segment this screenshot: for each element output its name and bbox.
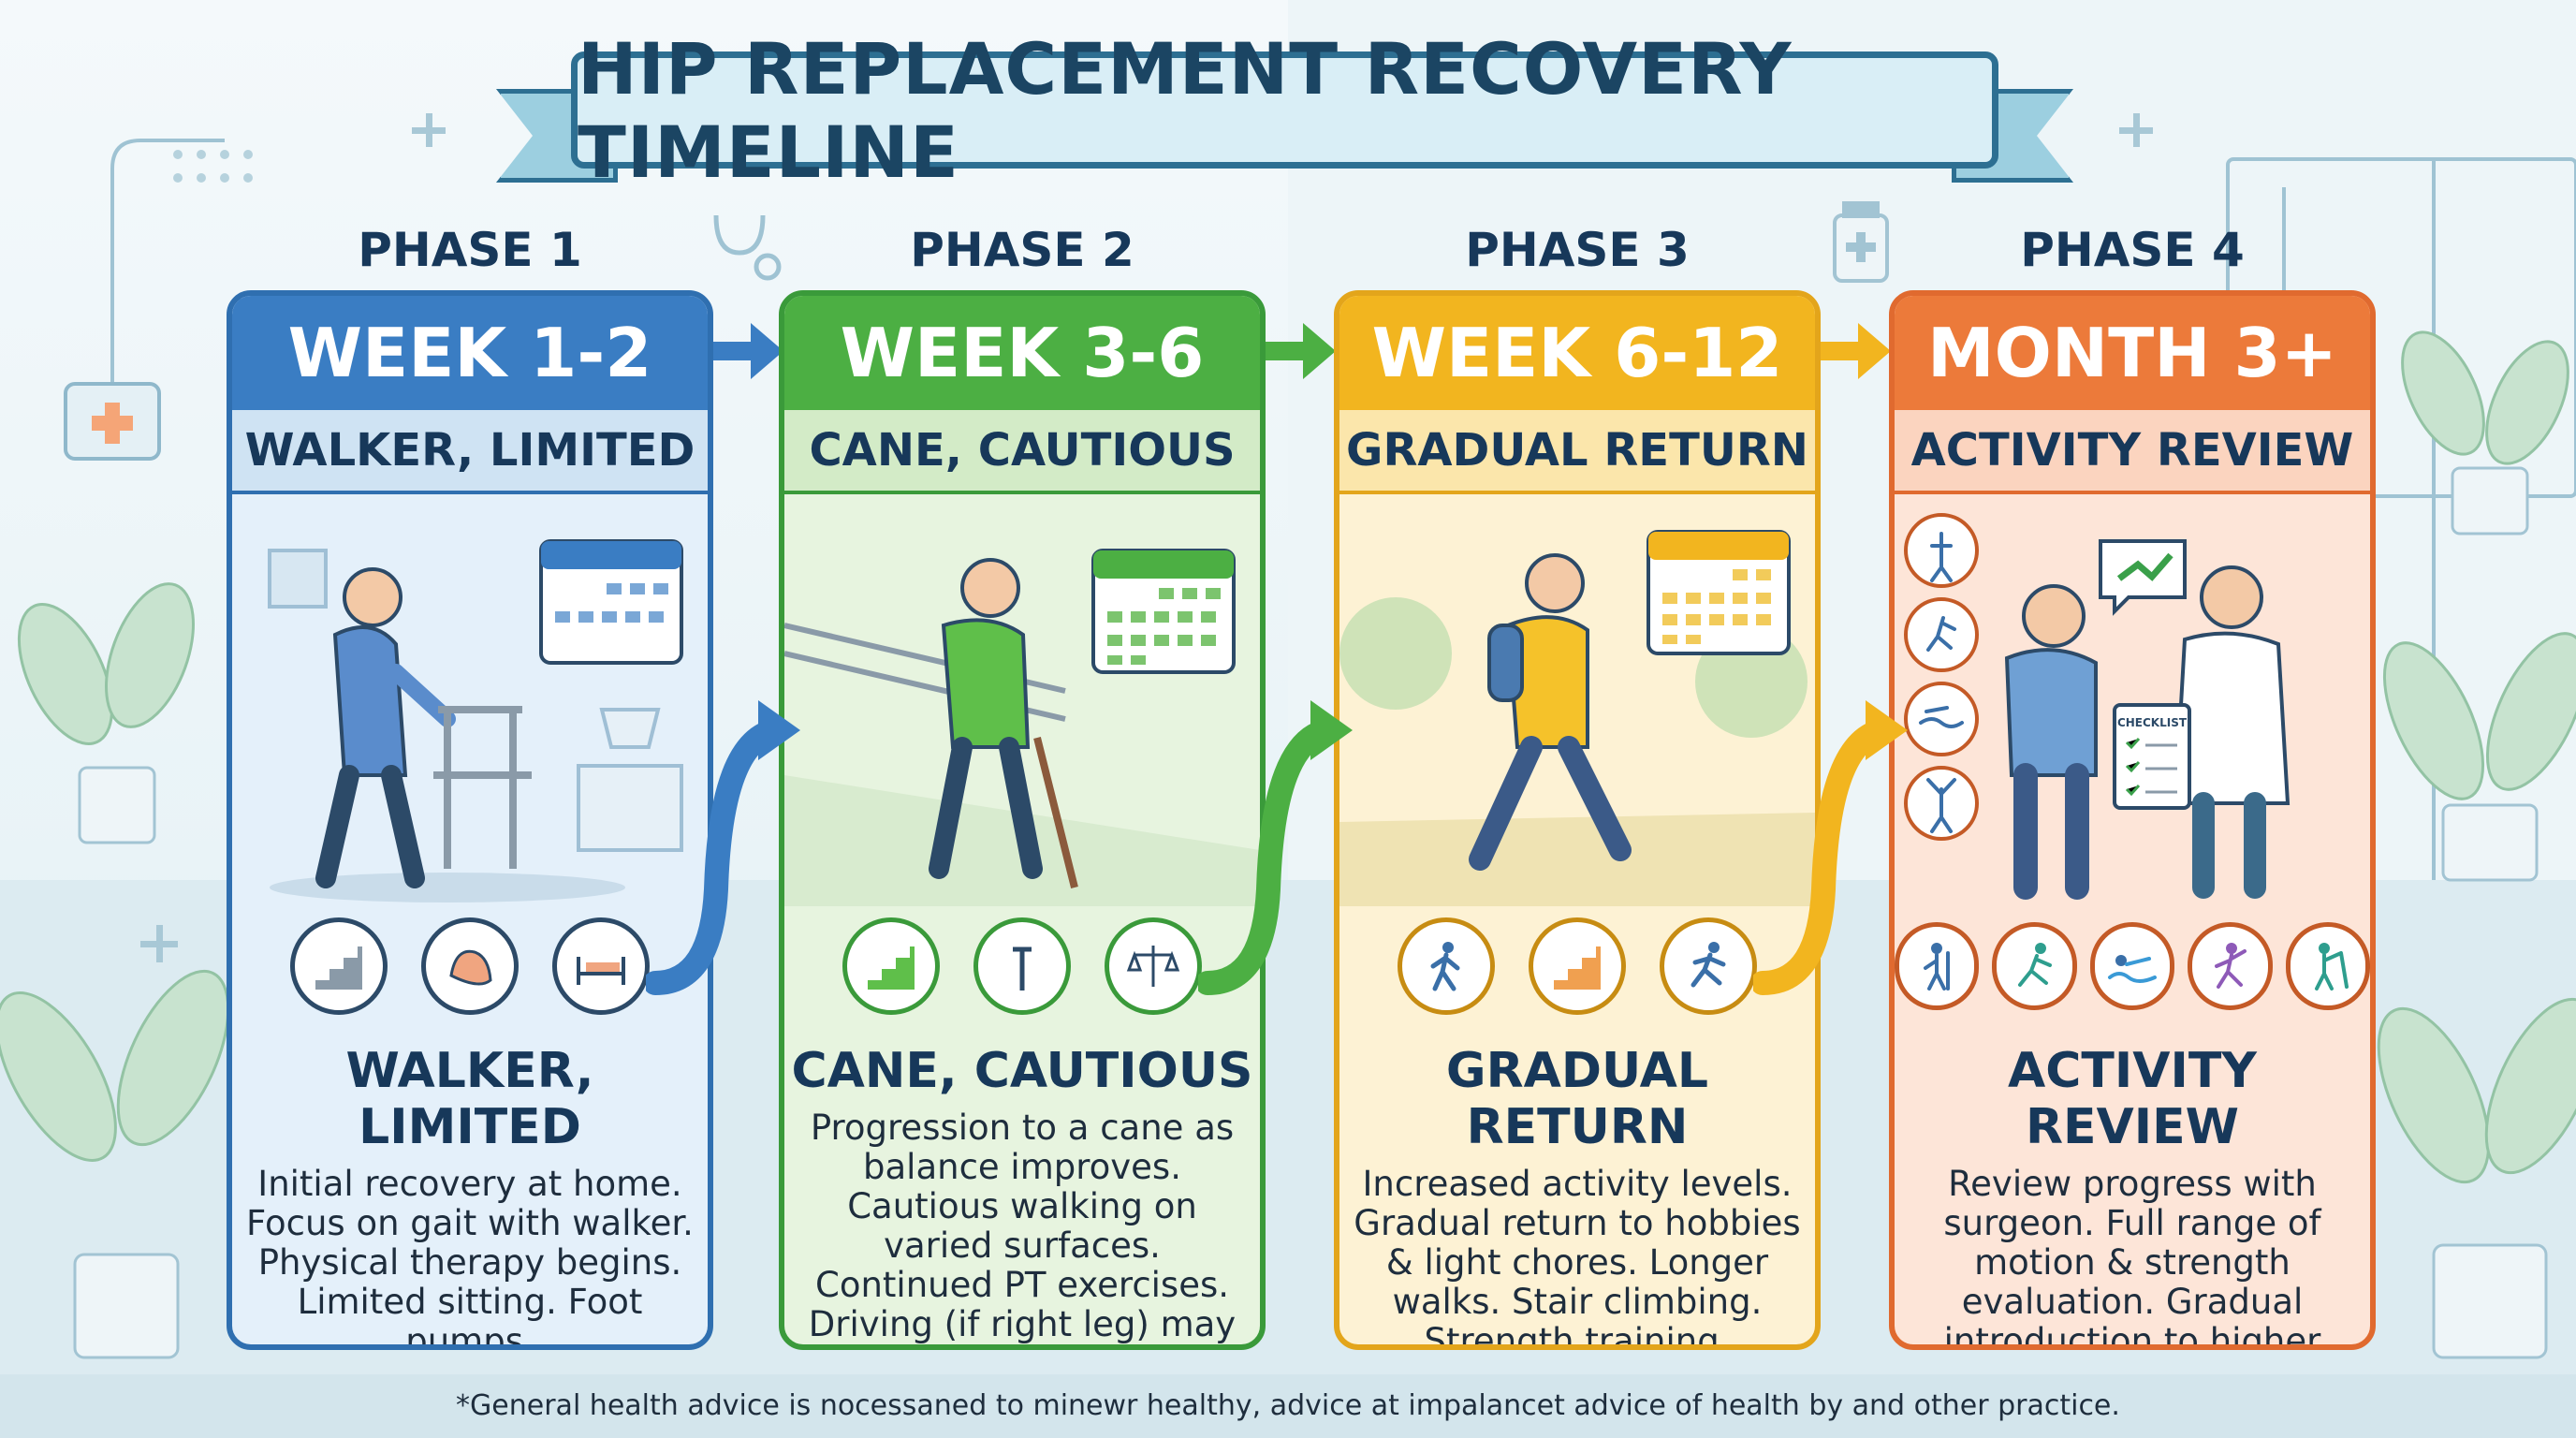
phase-card-2: WEEK 3-6 CANE, CAUTIOUS CANE, CAUTIOUS P… xyxy=(779,290,1266,1350)
card-subtitle: ACTIVITY REVIEW xyxy=(1895,410,2370,494)
scene-doctor-review: CHECKLIST xyxy=(1895,494,2370,906)
arrow-right-icon xyxy=(704,323,783,379)
foot-icon xyxy=(421,917,519,1015)
running-icon xyxy=(1926,616,1956,652)
scene-cane xyxy=(784,494,1260,906)
curved-arrow-icon xyxy=(1753,700,1908,995)
card-period: WEEK 6-12 xyxy=(1339,296,1815,410)
flower-pot-right-lower xyxy=(2432,1243,2548,1359)
footer-disclaimer: *General health advice is nocessaned to … xyxy=(456,1389,2120,1422)
balance-icon xyxy=(1105,917,1202,1015)
card-title: CANE, CAUTIOUS xyxy=(791,1043,1253,1099)
check-trend-icon xyxy=(2116,552,2174,581)
card-title: ACTIVITY REVIEW xyxy=(2008,1043,2257,1155)
card-icons xyxy=(1895,906,2370,1026)
phase-4-label: PHASE 4 xyxy=(2020,223,2245,277)
flower-pot-left-lower xyxy=(73,1253,180,1359)
phase-3-label: PHASE 3 xyxy=(1465,223,1690,277)
nightstand-icon xyxy=(577,708,683,852)
flower-pot-left xyxy=(78,766,156,844)
card-subtitle: CANE, CAUTIOUS xyxy=(784,410,1260,494)
scene-walker xyxy=(232,494,708,906)
curved-arrow-icon xyxy=(646,700,800,995)
hiking-icon xyxy=(1930,532,1953,582)
card-description: Review progress with surgeon. Full range… xyxy=(1943,1164,2321,1350)
card-period: MONTH 3+ xyxy=(1895,296,2370,410)
calendar-icon xyxy=(539,539,683,665)
running-icon xyxy=(1660,917,1757,1015)
card-period: WEEK 1-2 xyxy=(232,296,708,410)
person-with-walker-illustration xyxy=(268,539,683,902)
plant-left xyxy=(0,582,230,1162)
card-icons xyxy=(1339,906,1815,1026)
jumping-icon xyxy=(1926,778,1956,833)
plus-sign-icons xyxy=(140,113,2153,962)
running-icon xyxy=(1992,922,2077,1010)
phase-card-4: MONTH 3+ ACTIVITY REVIEW CHECKLIST xyxy=(1889,290,2376,1350)
walking-icon xyxy=(1398,917,1495,1015)
curved-arrow-icon xyxy=(1198,700,1353,995)
phase-card-3: WEEK 6-12 GRADUAL RETURN GRADUAL RETURN … xyxy=(1334,290,1821,1350)
stairs-icon xyxy=(290,917,388,1015)
card-subtitle: WALKER, LIMITED xyxy=(232,410,708,494)
bed-icon xyxy=(552,917,650,1015)
card-subtitle: GRADUAL RETURN xyxy=(1339,410,1815,494)
plant-right xyxy=(2377,330,2576,1184)
page-title: HIP REPLACEMENT RECOVERY TIMELINE xyxy=(578,26,1793,194)
person-with-cane-illustration xyxy=(784,549,1260,906)
banner-body: HIP REPLACEMENT RECOVERY TIMELINE xyxy=(571,27,1998,194)
calendar-icon xyxy=(1091,549,1236,674)
arrow-right-icon xyxy=(1811,323,1891,379)
stairs-up-icon xyxy=(842,917,940,1015)
clipboard-icon xyxy=(2113,703,2191,810)
card-description: Progression to a cane as balance improve… xyxy=(808,1108,1237,1345)
checklist-label: CHECKLIST xyxy=(2117,716,2188,729)
flower-pot-right xyxy=(2451,466,2529,536)
patient-and-doctor-illustration: CHECKLIST xyxy=(1904,513,2291,900)
stairs-icon xyxy=(1529,917,1626,1015)
card-title: WALKER, LIMITED xyxy=(345,1043,594,1155)
medicine-bottle-icon xyxy=(1833,201,1889,283)
first-aid-kit-icon xyxy=(64,382,161,461)
swimming-icon xyxy=(1919,706,1964,728)
card-description: Increased activity levels. Gradual retur… xyxy=(1354,1164,1801,1350)
calendar-icon xyxy=(1647,530,1791,655)
scene-walking xyxy=(1339,494,1815,906)
arrow-right-icon xyxy=(1256,323,1336,379)
cane-icon xyxy=(973,917,1071,1015)
person-walking-illustration xyxy=(1339,530,1815,906)
footer-band xyxy=(0,1374,2576,1438)
golf-icon xyxy=(2285,922,2370,1010)
dancing-icon xyxy=(2188,922,2273,1010)
phase-2-label: PHASE 2 xyxy=(910,223,1134,277)
phase-1-label: PHASE 1 xyxy=(358,223,582,277)
card-icons xyxy=(784,906,1260,1026)
swimming-icon xyxy=(2089,922,2175,1010)
speech-bubble-icon xyxy=(2099,539,2187,616)
flower-pot-right-mid xyxy=(2441,803,2539,882)
card-period: WEEK 3-6 xyxy=(784,296,1260,410)
hiking-icon xyxy=(1895,922,1980,1010)
title-banner: HIP REPLACEMENT RECOVERY TIMELINE xyxy=(496,27,2073,194)
card-description: Initial recovery at home. Focus on gait … xyxy=(246,1164,694,1350)
card-icons xyxy=(232,906,708,1026)
stethoscope-icon xyxy=(713,214,782,281)
card-title: GRADUAL RETURN xyxy=(1445,1043,1709,1155)
phase-card-1: WEEK 1-2 WALKER, LIMITED xyxy=(227,290,713,1350)
